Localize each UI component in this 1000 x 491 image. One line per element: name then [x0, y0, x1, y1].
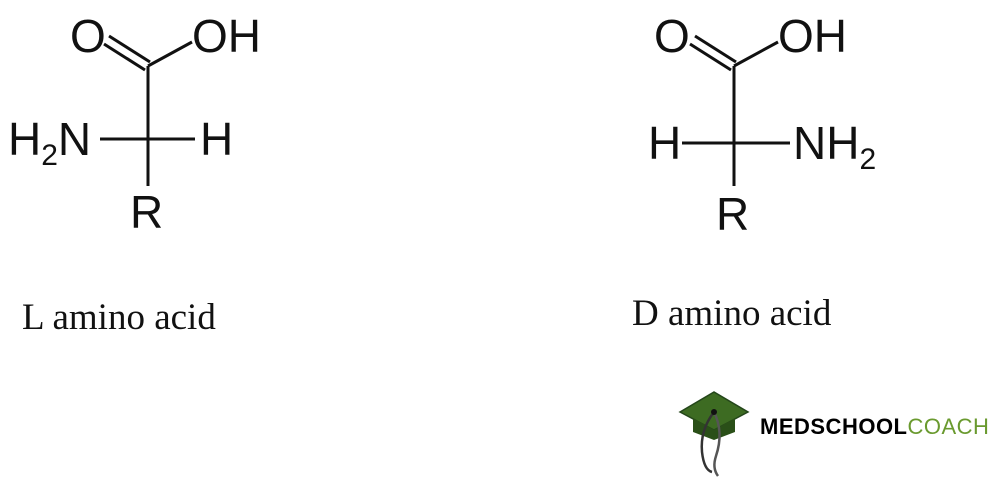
- d-amino-acid-caption: D amino acid: [632, 293, 832, 334]
- l-double-bond-2: [108, 34, 151, 64]
- l-hydroxyl: OH: [192, 10, 261, 62]
- l-r-group: R: [130, 186, 163, 238]
- logo-text-part1: MEDSCHOOL: [760, 414, 908, 439]
- d-oh-bond: [733, 40, 779, 68]
- d-hydroxyl: OH: [778, 10, 847, 62]
- l-carbonyl-oxygen: O: [70, 10, 106, 62]
- l-double-bond-1: [103, 42, 146, 72]
- l-hydrogen: H: [200, 113, 233, 165]
- graduation-cap-icon: [678, 391, 750, 477]
- d-amino-acid-structure: O OH H NH2 R: [648, 10, 876, 240]
- l-amine-group: H2N: [8, 113, 91, 172]
- logo-text-part2: COACH: [907, 414, 990, 439]
- l-amino-acid-caption: L amino acid: [22, 297, 216, 338]
- d-double-bond-2: [694, 34, 737, 64]
- l-amino-acid-structure: O OH H2N H R: [8, 10, 261, 238]
- l-oh-bond: [147, 40, 193, 68]
- d-amine-group: NH2: [793, 117, 876, 176]
- d-double-bond-1: [689, 42, 732, 72]
- d-carbonyl-oxygen: O: [654, 10, 690, 62]
- d-hydrogen: H: [648, 117, 681, 169]
- d-r-group: R: [716, 188, 749, 240]
- medschoolcoach-logo: MEDSCHOOLCOACH: [760, 414, 989, 440]
